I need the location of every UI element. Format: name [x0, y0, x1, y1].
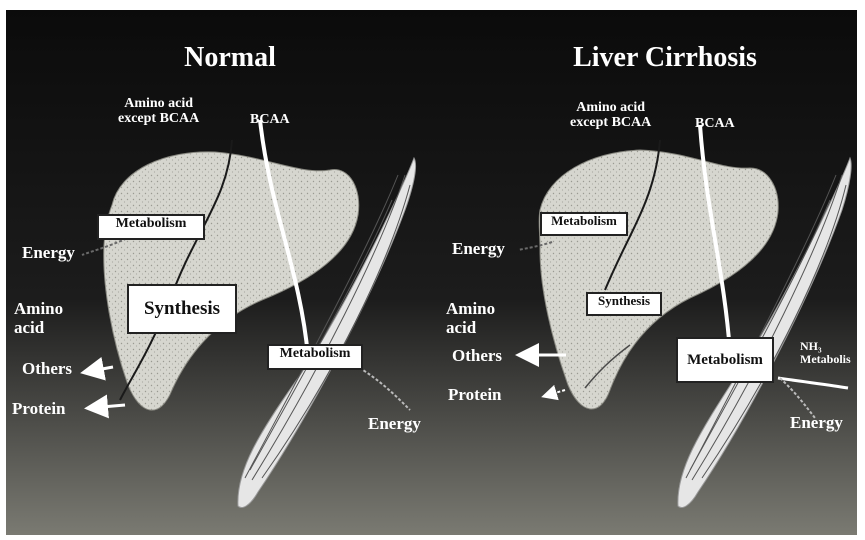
label-energy-left-cirrhosis: Energy	[452, 240, 505, 259]
label-amino-acid-cirrhosis: Amino acid	[446, 300, 495, 337]
label-energy-left-normal: Energy	[22, 244, 75, 263]
label-amino-except-cirrhosis: Amino acid except BCAA	[570, 100, 651, 131]
box-metabolism-muscle-cirrhosis: Metabolism	[676, 337, 774, 383]
label-bcaa-cirrhosis: BCAA	[695, 116, 735, 131]
label-protein-normal: Protein	[12, 400, 66, 419]
label-nh3-cirrhosis: NH₃ Metabolis	[800, 340, 851, 366]
box-metabolism-liver-cirrhosis: Metabolism	[540, 212, 628, 236]
box-metabolism-liver-normal: Metabolism	[97, 214, 205, 240]
label-energy-right-cirrhosis: Energy	[790, 414, 843, 433]
title-normal: Normal	[150, 42, 310, 74]
label-amino-except-normal: Amino acid except BCAA	[118, 96, 199, 127]
box-synthesis-normal: Synthesis	[127, 284, 237, 334]
label-energy-right-normal: Energy	[368, 415, 421, 434]
label-protein-cirrhosis: Protein	[448, 386, 502, 405]
box-synthesis-cirrhosis: Synthesis	[586, 292, 662, 316]
label-amino-acid-normal: Amino acid	[14, 300, 63, 337]
box-metabolism-muscle-normal: Metabolism	[267, 344, 363, 370]
label-bcaa-normal: BCAA	[250, 112, 290, 127]
label-others-normal: Others	[22, 360, 72, 379]
label-others-cirrhosis: Others	[452, 347, 502, 366]
title-cirrhosis: Liver Cirrhosis	[555, 42, 775, 74]
